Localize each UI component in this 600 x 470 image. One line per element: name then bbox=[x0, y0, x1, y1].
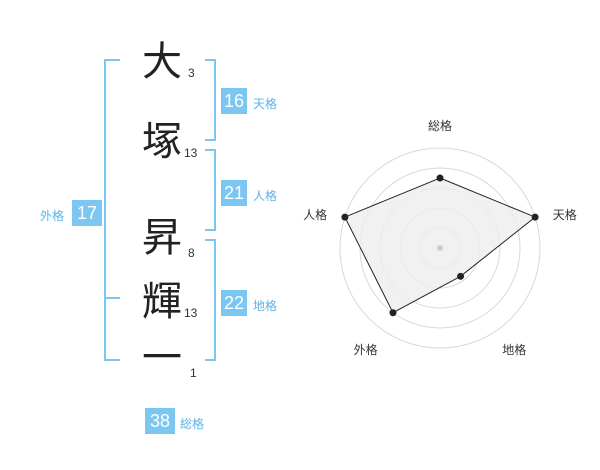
radar-axis-label-3: 地格 bbox=[502, 342, 526, 357]
radar-axis-label-4: 外格 bbox=[354, 342, 378, 357]
radar-axis-label-5: 人格 bbox=[303, 207, 327, 222]
gaikaku-label: 外格 bbox=[40, 209, 65, 223]
radar-point-2 bbox=[531, 213, 539, 221]
radar-point-3 bbox=[457, 272, 465, 280]
stroke-count-2: 13 bbox=[184, 146, 198, 160]
radar-point-5 bbox=[341, 213, 349, 221]
name-char-5: 一 bbox=[142, 335, 182, 381]
gaikaku-bracket bbox=[104, 59, 120, 361]
jinkaku-badge: 21 bbox=[221, 180, 247, 206]
stroke-count-5: 1 bbox=[190, 366, 197, 380]
radar-point-4 bbox=[389, 309, 397, 317]
gaikaku-badge: 17 bbox=[72, 200, 102, 226]
soukaku-badge: 38 bbox=[145, 408, 175, 434]
stroke-count-4: 13 bbox=[184, 306, 198, 320]
stroke-count-1: 3 bbox=[188, 66, 195, 80]
soukaku-label: 総格 bbox=[180, 417, 205, 431]
tenkaku-label: 天格 bbox=[253, 97, 278, 111]
tenkaku-bracket bbox=[205, 59, 216, 141]
chikaku-badge: 22 bbox=[221, 290, 247, 316]
tenkaku-badge: 16 bbox=[221, 88, 247, 114]
chikaku-bracket bbox=[205, 239, 216, 361]
radar-center-dot bbox=[437, 245, 443, 251]
jinkaku-bracket bbox=[205, 149, 216, 231]
radar-ring-5 bbox=[339, 147, 541, 349]
name-char-3: 昇 bbox=[142, 215, 182, 261]
jinkaku-label: 人格 bbox=[253, 189, 278, 203]
radar-axis-label-1: 総格 bbox=[428, 118, 452, 133]
name-char-1: 大 bbox=[142, 39, 182, 85]
stroke-count-3: 8 bbox=[188, 246, 195, 260]
radar-axis-label-2: 天格 bbox=[553, 207, 577, 222]
radar-point-1 bbox=[436, 174, 444, 182]
chikaku-label: 地格 bbox=[253, 299, 278, 313]
name-char-2: 塚 bbox=[142, 119, 182, 165]
name-char-4: 輝 bbox=[142, 279, 182, 325]
